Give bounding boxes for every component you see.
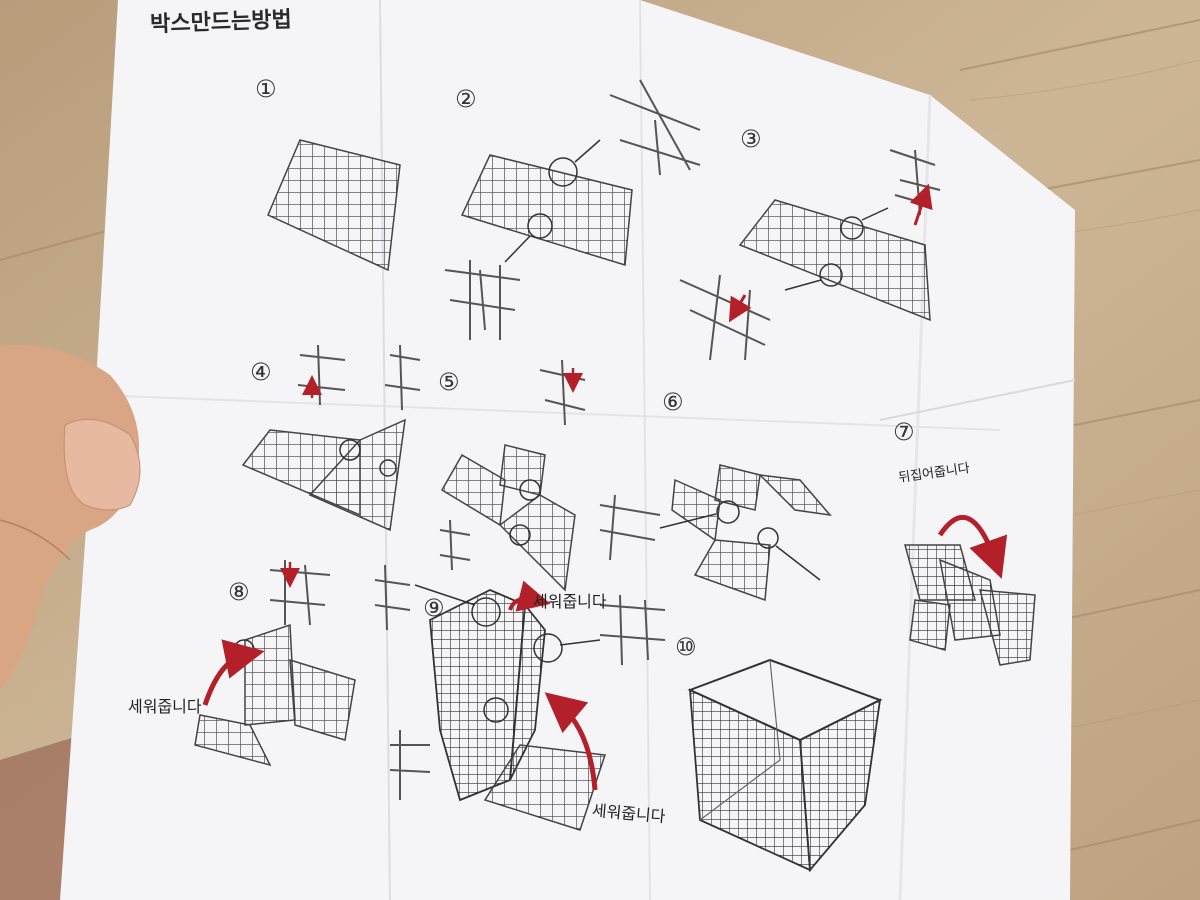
step7-illustration: [904, 514, 1036, 666]
step10-box-illustration: [687, 658, 883, 873]
step8-illustration: [194, 560, 356, 767]
step1-grid-illustration: [267, 139, 401, 272]
step9-illustration: [374, 564, 666, 831]
step-number-9: ⑨: [423, 594, 445, 622]
step-number-6: ⑥: [662, 388, 684, 416]
step4-illustration: [241, 344, 421, 532]
step-number-4: ④: [250, 358, 272, 386]
step-number-8: ⑧: [228, 578, 250, 606]
step-number-1: ①: [255, 75, 277, 103]
step-number-7: ⑦: [893, 418, 915, 446]
step6-illustration: [599, 464, 832, 602]
step2-illustration: [444, 79, 701, 340]
step-number-10: ⑩: [675, 633, 697, 661]
step-number-5: ⑤: [438, 368, 460, 396]
stand-up-label-step8: 세워줍니다: [128, 697, 202, 716]
step5-illustration: [439, 359, 586, 592]
step3-illustration: [679, 149, 941, 361]
stand-up-label-step9-top: 세워줍니다: [533, 592, 607, 611]
step-number-3: ③: [740, 125, 762, 153]
step-number-2: ②: [455, 85, 477, 113]
